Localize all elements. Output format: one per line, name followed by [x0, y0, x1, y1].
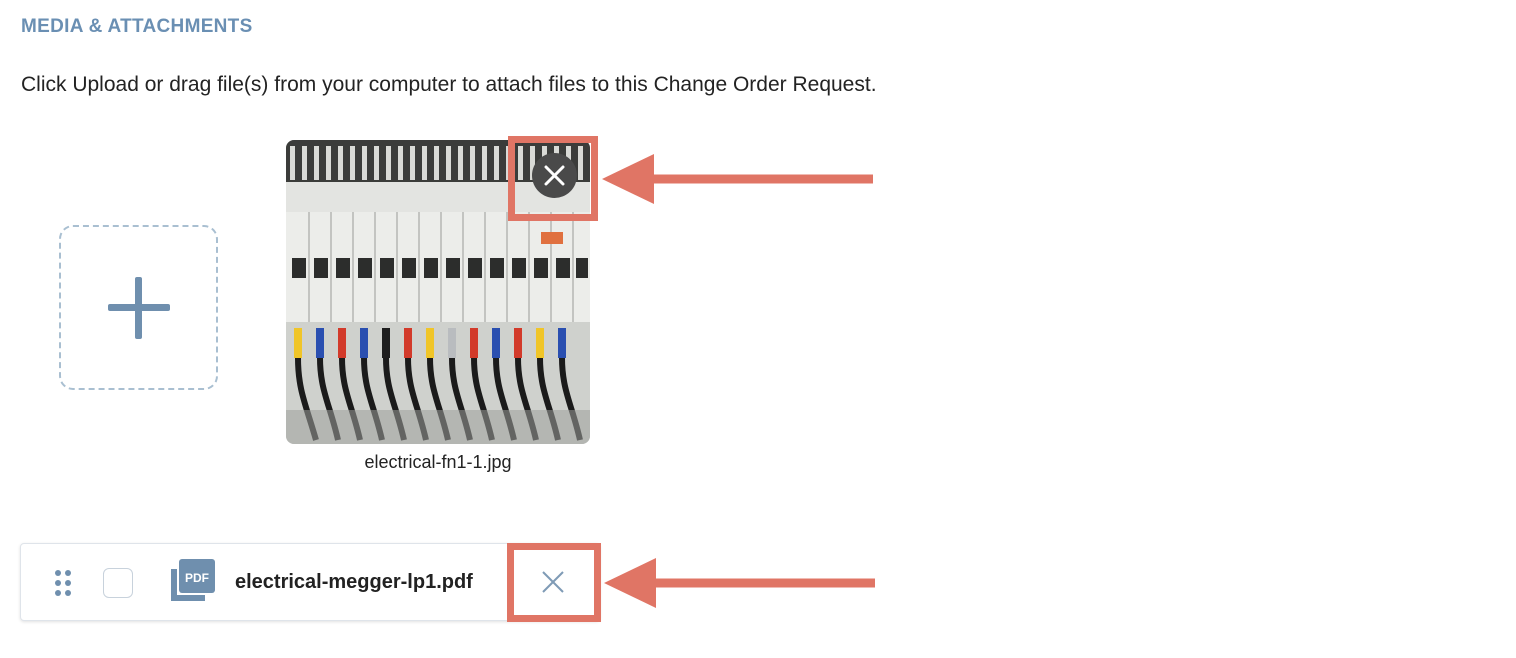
highlight-box-file-remove: [507, 543, 601, 622]
upload-button[interactable]: [59, 225, 218, 390]
pdf-file-icon: PDF: [171, 559, 215, 601]
close-icon[interactable]: [540, 569, 566, 595]
pdf-icon-label: PDF: [185, 571, 209, 585]
upload-instructions: Click Upload or drag file(s) from your c…: [21, 73, 877, 96]
section-title: MEDIA & ATTACHMENTS: [21, 16, 253, 37]
drag-handle-icon[interactable]: [55, 570, 71, 598]
file-select-checkbox[interactable]: [103, 568, 133, 598]
plus-icon: [107, 276, 170, 339]
image-filename: electrical-fn1-1.jpg: [364, 452, 512, 472]
annotation-arrow-top: [602, 154, 873, 204]
highlight-box-image-remove: [508, 136, 598, 221]
annotation-arrow-bottom: [604, 558, 875, 608]
close-icon: [544, 165, 565, 186]
file-name[interactable]: electrical-megger-lp1.pdf: [235, 571, 473, 593]
file-attachment-row: PDF electrical-megger-lp1.pdf: [20, 543, 600, 621]
remove-image-button[interactable]: [532, 153, 577, 198]
